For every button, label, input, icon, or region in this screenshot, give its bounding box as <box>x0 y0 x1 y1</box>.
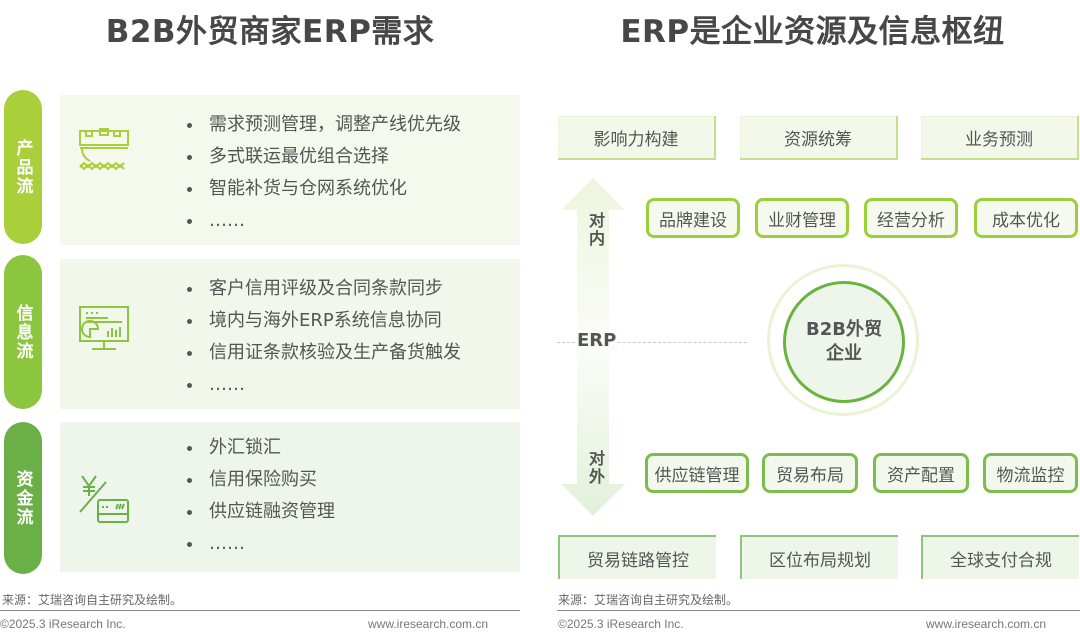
right-source-note: 来源：艾瑞咨询自主研究及绘制。 <box>558 593 739 607</box>
inner-box-analysis: 经营分析 <box>864 198 958 238</box>
inner-box-brand: 品牌建设 <box>646 198 740 238</box>
list-item: 外汇锁汇 <box>183 432 335 464</box>
erp-dashed-line <box>557 342 747 343</box>
bullet-icon <box>187 509 192 515</box>
product-flow-card: 需求预测管理，调整产线优先级 多式联运最优组合选择 智能补货与仓网系统优化 …… <box>60 95 520 245</box>
center-circle: B2B外贸 企业 <box>783 281 905 403</box>
list-item: 境内与海外ERP系统信息协同 <box>183 305 461 337</box>
yuan-card-payment-icon <box>78 472 132 532</box>
list-item: 多式联运最优组合选择 <box>183 141 461 173</box>
right-website-link[interactable]: www.iresearch.com.cn <box>926 617 1047 631</box>
left-footer-divider <box>0 610 520 611</box>
capital-flow-pill: 资金流 <box>4 422 42 574</box>
capital-flow-list: 外汇锁汇 信用保险购买 供应链融资管理 …… <box>183 432 335 560</box>
bullet-icon <box>187 318 192 324</box>
product-flow-pill: 产品流 <box>4 90 42 244</box>
list-item: …… <box>183 528 335 560</box>
list-item: …… <box>183 205 461 237</box>
list-item: 供应链融资管理 <box>183 496 335 528</box>
information-flow-label: 信息流 <box>12 303 33 361</box>
bottom-box-payment: 全球支付合规 <box>921 535 1079 579</box>
bullet-icon <box>187 477 192 483</box>
capital-flow-label: 资金流 <box>12 469 33 527</box>
information-flow-pill: 信息流 <box>4 255 42 409</box>
list-item: 需求预测管理，调整产线优先级 <box>183 109 461 141</box>
top-box-resources: 资源统筹 <box>740 116 898 160</box>
bottom-box-location: 区位布局规划 <box>740 535 898 579</box>
bullet-icon <box>187 122 192 128</box>
left-panel-title: B2B外贸商家ERP需求 <box>105 14 435 50</box>
bullet-icon <box>187 286 192 292</box>
product-flow-label: 产品流 <box>12 138 33 196</box>
bottom-box-trade-chain: 贸易链路管控 <box>558 535 716 579</box>
cargo-ship-icon <box>78 127 132 185</box>
bullet-icon <box>187 382 192 388</box>
erp-axis-label: ERP <box>576 330 618 351</box>
center-circle-ring <box>767 264 919 416</box>
monitor-dashboard-icon <box>78 305 132 359</box>
inner-box-finance: 业财管理 <box>755 198 849 238</box>
center-label-line2: 企业 <box>826 343 862 364</box>
information-flow-card: 客户信用评级及合同条款同步 境内与海外ERP系统信息协同 信用证条款核验及生产备… <box>60 259 520 409</box>
bullet-icon <box>187 154 192 160</box>
outer-box-asset: 资产配置 <box>873 453 969 493</box>
outer-box-trade-layout: 贸易布局 <box>762 453 858 493</box>
right-footer-divider <box>557 610 1080 611</box>
right-panel-title: ERP是企业资源及信息枢纽 <box>620 14 1005 50</box>
bullet-icon <box>187 350 192 356</box>
outer-direction-label: 对外 <box>586 450 605 486</box>
information-flow-list: 客户信用评级及合同条款同步 境内与海外ERP系统信息协同 信用证条款核验及生产备… <box>183 273 461 401</box>
top-box-forecast: 业务预测 <box>921 116 1079 160</box>
bullet-icon <box>187 445 192 451</box>
list-item: 信用保险购买 <box>183 464 335 496</box>
inner-box-cost: 成本优化 <box>974 198 1078 238</box>
center-label-line1: B2B外贸 <box>806 319 882 340</box>
right-copyright: ©2025.3 iResearch Inc. <box>558 617 684 631</box>
inner-direction-label: 对内 <box>586 212 605 248</box>
left-copyright: ©2025.3 iResearch Inc. <box>0 617 126 631</box>
product-flow-list: 需求预测管理，调整产线优先级 多式联运最优组合选择 智能补货与仓网系统优化 …… <box>183 109 461 237</box>
outer-box-supply-chain: 供应链管理 <box>645 453 749 493</box>
capital-flow-card: 外汇锁汇 信用保险购买 供应链融资管理 …… <box>60 422 520 572</box>
outer-box-logistics: 物流监控 <box>983 453 1078 493</box>
list-item: 智能补货与仓网系统优化 <box>183 173 461 205</box>
left-website-link[interactable]: www.iresearch.com.cn <box>368 617 489 631</box>
top-box-influence: 影响力构建 <box>558 116 716 160</box>
list-item: 客户信用评级及合同条款同步 <box>183 273 461 305</box>
bullet-icon <box>187 218 192 224</box>
bullet-icon <box>187 541 192 547</box>
list-item: …… <box>183 369 461 401</box>
bullet-icon <box>187 186 192 192</box>
left-source-note: 来源：艾瑞咨询自主研究及绘制。 <box>2 593 183 607</box>
list-item: 信用证条款核验及生产备货触发 <box>183 337 461 369</box>
